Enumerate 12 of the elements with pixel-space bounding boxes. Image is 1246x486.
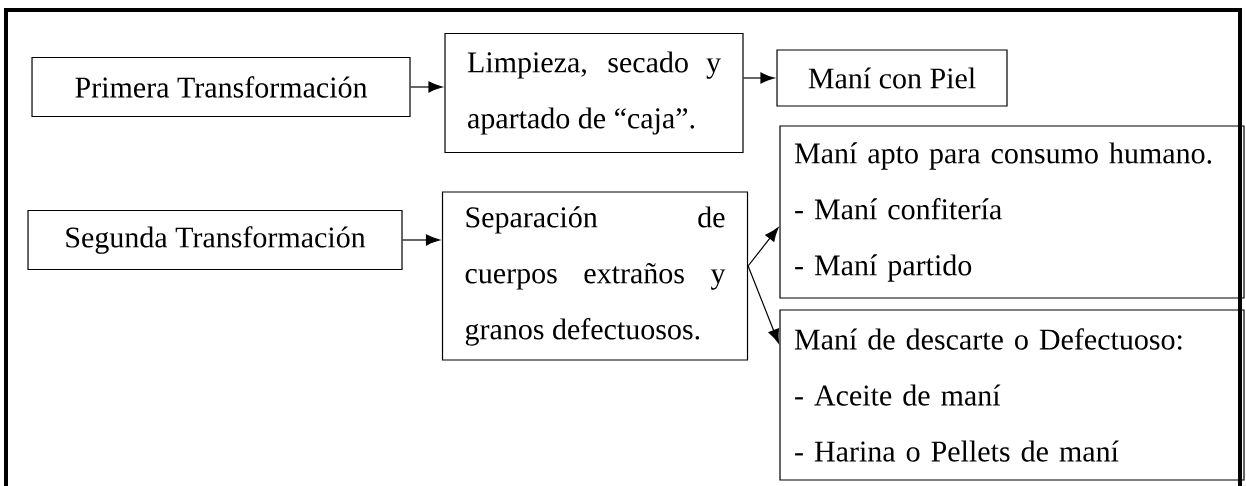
step-box: Separación de cuerpos extraños y granos defectuosos. bbox=[441, 191, 749, 361]
product-box: Maní apto para consumo humano. - Maní confitería - Maní partido bbox=[779, 125, 1245, 299]
step-box: Limpieza, secado y apartado de “caja”. bbox=[444, 32, 744, 154]
arrow bbox=[747, 227, 779, 267]
stage-box: Primera Transformación bbox=[31, 56, 411, 118]
arrow bbox=[410, 81, 443, 93]
arrow bbox=[747, 265, 780, 344]
stage-box: Maní con Piel bbox=[776, 49, 1008, 107]
arrow bbox=[402, 234, 441, 246]
arrow bbox=[743, 72, 775, 84]
stage-box: Segunda Transformación bbox=[27, 209, 403, 271]
product-box: Maní de descarte o Defectuoso: - Aceite de maní - Harina o Pellets de maní bbox=[779, 309, 1245, 481]
